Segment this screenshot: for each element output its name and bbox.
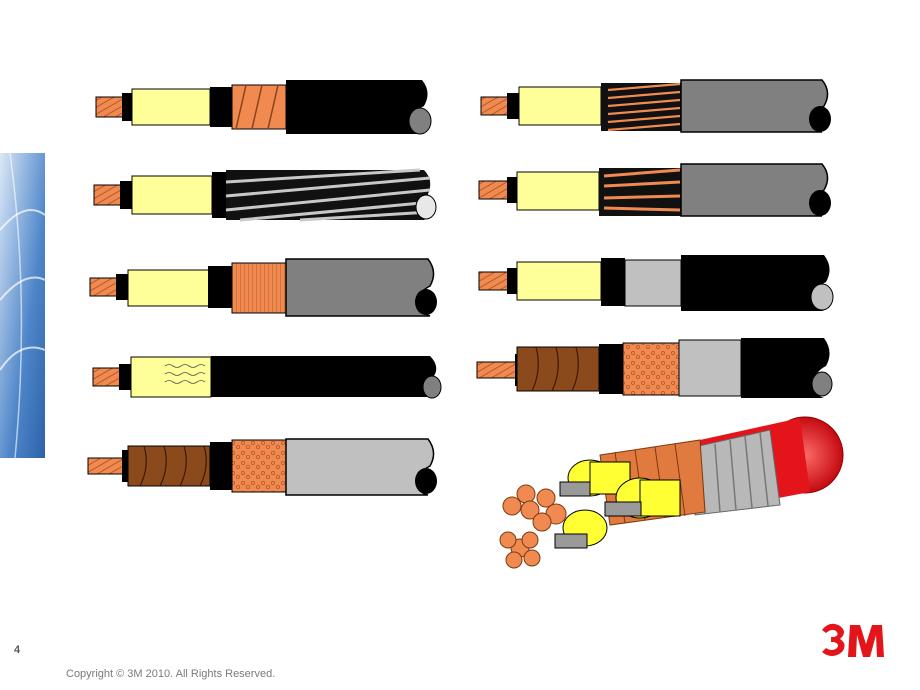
cable-wire-armor — [93, 168, 437, 222]
cable-wavy-insulation-black-jacket — [92, 356, 442, 399]
cable-brown-semicon-dotted-tape-lightgray-jacket — [87, 438, 437, 496]
copyright-notice: Copyright © 3M 2010. All Rights Reserved… — [66, 668, 276, 680]
cable-helical-wire-gray-jacket — [480, 79, 831, 133]
page-number: 4 — [14, 644, 21, 656]
cable-tape-shield-black-jacket — [95, 80, 432, 135]
cable-three-core-cutaway — [499, 416, 844, 569]
cable-lightgray-jacket-black-outer — [478, 255, 834, 311]
cable-copper-wires-gray-jacket — [478, 163, 831, 217]
globe-background-graphic — [0, 152, 46, 459]
cable-brown-dotted-lightgray-black — [476, 338, 833, 398]
cable-corrugated-shield-gray-jacket — [89, 258, 437, 317]
3m-logo — [822, 623, 884, 657]
